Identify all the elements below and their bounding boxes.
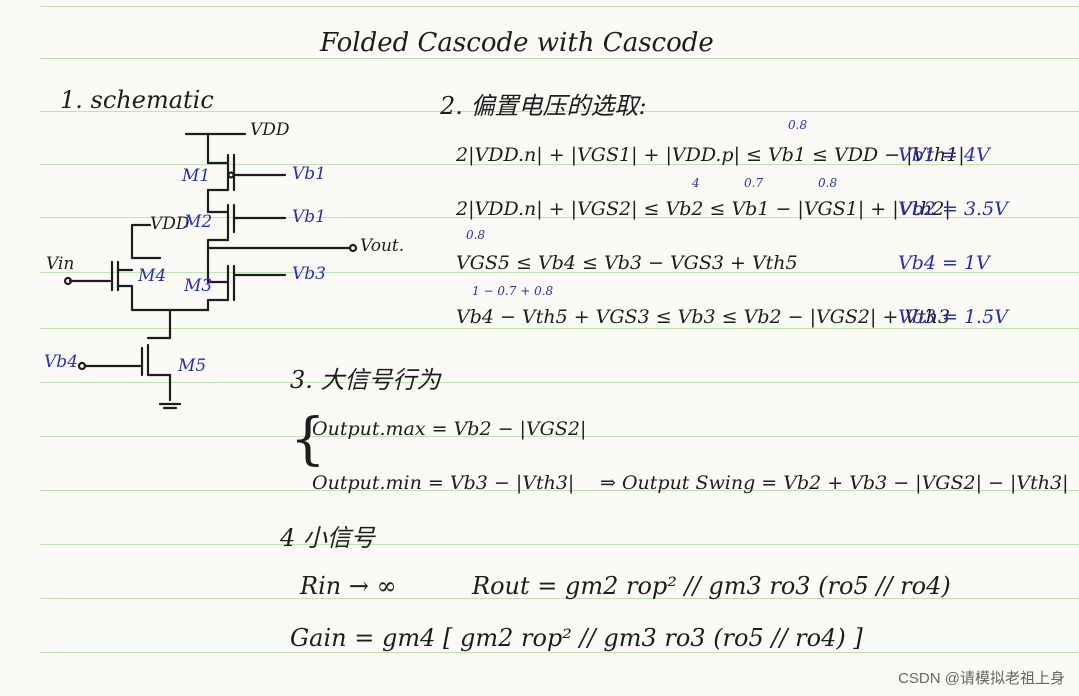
- section-heading-schematic: 1. schematic: [60, 86, 214, 114]
- label-m5: M5: [178, 356, 207, 376]
- section-heading-large-signal: 3. 大信号行为: [290, 366, 441, 394]
- label-vb3: Vb3: [292, 264, 326, 284]
- label-vb4: Vb4: [44, 352, 78, 372]
- ruling-line: [40, 490, 1079, 491]
- bias-result-2: Vb2 = 3.5V: [898, 198, 1008, 220]
- bias-result-1: Vb1 = 4V: [898, 144, 990, 166]
- rout-equation: Rout = gm2 rop² // gm3 ro3 (ro5 // ro4): [472, 572, 951, 600]
- large-signal-brace: {: [290, 407, 326, 472]
- gain-equation: Gain = gm4 [ gm2 rop² // gm3 ro3 (ro5 //…: [290, 624, 863, 652]
- label-m1: M1: [182, 166, 211, 186]
- annotation-note: 0.8: [788, 118, 808, 132]
- ruling-line: [40, 164, 1079, 165]
- ruling-line: [40, 328, 1079, 329]
- label-vdd-top: VDD: [250, 120, 290, 140]
- label-vout: Vout.: [360, 236, 405, 256]
- ruling-line: [40, 217, 1079, 218]
- ruling-line: [40, 544, 1079, 545]
- output-min-equation: Output.min = Vb3 − |Vth3|: [312, 472, 575, 494]
- label-m4: M4: [138, 266, 167, 286]
- bias-equation-3: VGS5 ≤ Vb4 ≤ Vb3 − VGS3 + Vth5: [456, 252, 798, 274]
- bias-result-4: Vb3 = 1.5V: [898, 306, 1008, 328]
- label-m2: M2: [184, 212, 213, 232]
- label-m3: M3: [184, 276, 213, 296]
- ruling-line: [40, 6, 1079, 7]
- ruling-line: [40, 652, 1079, 653]
- bias-equation-4: Vb4 − Vth5 + VGS3 ≤ Vb3 ≤ Vb2 − |VGS2| +…: [456, 306, 951, 328]
- output-swing-equation: ⇒ Output Swing = Vb2 + Vb3 − |VGS2| − |V…: [600, 472, 1069, 494]
- output-max-equation: Output.max = Vb2 − |VGS2|: [312, 418, 587, 440]
- ruling-line: [40, 111, 1079, 112]
- annotation-note: 0.8: [466, 228, 486, 242]
- label-vb1-mid: Vb1: [292, 207, 326, 227]
- page-title: Folded Cascode with Cascode: [320, 28, 714, 58]
- rin-equation: Rin → ∞: [300, 572, 397, 600]
- watermark: CSDN @请模拟老祖上身: [898, 670, 1065, 687]
- bias-equation-2: 2|VDD.n| + |VGS2| ≤ Vb2 ≤ Vb1 − |VGS1| +…: [456, 198, 951, 220]
- ruling-line: [40, 58, 1079, 59]
- annotation-note: 4: [692, 176, 700, 190]
- ruling-line: [40, 272, 1079, 273]
- ruling-line: [40, 436, 1079, 437]
- bias-equation-1: 2|VDD.n| + |VGS1| + |VDD.p| ≤ Vb1 ≤ VDD …: [456, 144, 965, 166]
- label-vin: Vin: [46, 254, 75, 274]
- ruling-line: [40, 598, 1079, 599]
- label-vb1-top: Vb1: [292, 164, 326, 184]
- annotation-note: 0.7: [744, 176, 764, 190]
- section-heading-small-signal: 4 小信号: [280, 524, 375, 552]
- section-heading-bias: 2. 偏置电压的选取:: [440, 92, 647, 120]
- annotation-note: 1 − 0.7 + 0.8: [472, 284, 554, 298]
- label-vdd-left: VDD: [150, 214, 190, 234]
- bias-result-3: Vb4 = 1V: [898, 252, 990, 274]
- annotation-note: 0.8: [818, 176, 838, 190]
- ruling-line: [40, 382, 1079, 383]
